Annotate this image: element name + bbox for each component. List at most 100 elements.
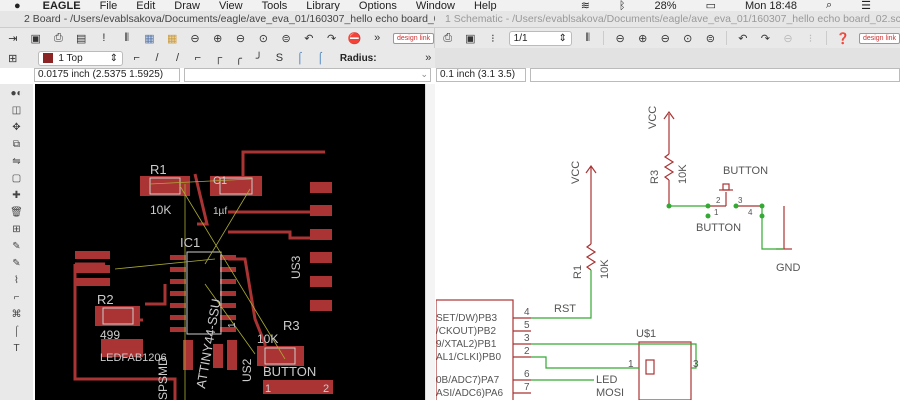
- wire-bend-0-icon[interactable]: ⌐: [133, 52, 140, 64]
- apple-icon[interactable]: ●: [14, 0, 21, 12]
- wire-bend-7-icon[interactable]: S: [275, 52, 284, 64]
- design-link-logo[interactable]: design link: [858, 32, 900, 44]
- ic1-value: ATTINY44-SSU: [193, 298, 224, 390]
- ulp-run-icon[interactable]: ▦: [167, 32, 178, 45]
- zoom-out-icon[interactable]: ⊖: [235, 32, 246, 45]
- split-icon[interactable]: ⌇: [14, 275, 19, 286]
- text-icon[interactable]: T: [13, 343, 20, 354]
- copy-icon[interactable]: ⧉: [12, 139, 21, 150]
- wire-bend-5-icon[interactable]: ╭: [235, 52, 242, 65]
- sheet-select[interactable]: 1/1⇕: [508, 30, 572, 46]
- schematic-canvas[interactable]: VCC R3 10K BUTTON BUTTON 1 2 3 4 GND VCC…: [435, 84, 900, 403]
- grid-menu-icon[interactable]: ⊞: [8, 52, 18, 65]
- go-icon[interactable]: ⁝: [808, 32, 813, 45]
- menu-options[interactable]: Options: [358, 0, 397, 12]
- ulp-icon[interactable]: !: [102, 32, 106, 44]
- wire-bend-2-icon[interactable]: /: [175, 52, 179, 64]
- more-icon[interactable]: »: [425, 52, 432, 64]
- route-icon[interactable]: ⌐: [13, 292, 20, 303]
- add-icon[interactable]: ⊞: [12, 224, 21, 235]
- battery-percent[interactable]: 28%: [654, 0, 677, 12]
- battery-icon: ▭: [705, 0, 716, 12]
- zoom-out-icon[interactable]: ⊖: [660, 32, 670, 45]
- cam-icon[interactable]: ▣: [465, 32, 476, 45]
- redo-icon[interactable]: ↷: [760, 32, 770, 45]
- menu-help[interactable]: Help: [473, 0, 497, 12]
- menu-file[interactable]: File: [99, 0, 118, 12]
- group-icon[interactable]: ▢: [11, 173, 22, 184]
- print-icon[interactable]: ⎙: [54, 31, 63, 44]
- menu-tools[interactable]: Tools: [261, 0, 288, 12]
- menu-view[interactable]: View: [218, 0, 243, 12]
- clock[interactable]: Mon 18:48: [744, 0, 797, 12]
- redraw-icon[interactable]: ⊜: [705, 32, 715, 45]
- undo-icon[interactable]: ↶: [738, 32, 748, 45]
- undo-icon[interactable]: ↶: [304, 32, 314, 45]
- pin-number: 3: [524, 333, 530, 344]
- layer-select[interactable]: 1 Top⇕: [38, 50, 123, 66]
- zoom-select-icon[interactable]: ⊙: [683, 32, 693, 45]
- c1-value: 1µf: [213, 206, 227, 217]
- move-icon[interactable]: ✥: [12, 122, 21, 133]
- zoom-in-icon[interactable]: ⊕: [213, 32, 223, 45]
- list-icon[interactable]: ☰: [861, 0, 871, 12]
- menu-library[interactable]: Library: [306, 0, 340, 12]
- chevron-down-icon[interactable]: ⌄: [420, 69, 428, 79]
- bluetooth-icon[interactable]: ᛒ: [618, 0, 626, 12]
- menu-draw[interactable]: Draw: [174, 0, 200, 12]
- wifi-icon[interactable]: ≋: [580, 0, 590, 12]
- print-icon[interactable]: ⎙: [443, 31, 453, 44]
- info-icon[interactable]: ●◐: [10, 88, 23, 99]
- r1-value: 10K: [150, 203, 171, 217]
- wire-bend-9-icon[interactable]: ⌠: [316, 52, 324, 64]
- ripup-icon[interactable]: ⌘: [11, 309, 22, 320]
- help-icon[interactable]: ❓: [836, 32, 850, 45]
- board-vertical-scrollbar[interactable]: [425, 84, 435, 400]
- wire-icon[interactable]: ⌠: [13, 326, 20, 337]
- sheet-icon[interactable]: ⁝: [491, 32, 495, 45]
- r2-name: R2: [97, 292, 114, 307]
- layers-icon[interactable]: ◫: [11, 105, 22, 116]
- pin1-marker: 1: [227, 322, 238, 328]
- design-link-logo[interactable]: design link: [393, 32, 434, 44]
- mirror-icon[interactable]: ⇋: [12, 156, 21, 167]
- paste-icon[interactable]: ✚: [12, 190, 21, 201]
- wire-bend-1-icon[interactable]: /: [155, 52, 159, 64]
- zoom-fit-icon[interactable]: ⊖: [190, 32, 200, 45]
- pin-label: SET/DW)PB3: [436, 313, 498, 324]
- wire-bend-3-icon[interactable]: ⌐: [194, 52, 202, 64]
- board-title-bar: 2 Board - /Users/evablsakova/Documents/e…: [0, 11, 435, 28]
- more-icon[interactable]: »: [374, 32, 381, 44]
- board-command-input[interactable]: ⌄: [184, 68, 431, 82]
- redraw-icon[interactable]: ⊜: [281, 32, 291, 45]
- search-icon[interactable]: ⌕: [825, 0, 833, 11]
- schematic-toolbar: ⎙ ▣ ⁝ 1/1⇕ ⦀ ⊖ ⊕ ⊖ ⊙ ⊜ ↶ ↷ ⊖ ⁝ ❓ design …: [435, 28, 900, 48]
- menu-edit[interactable]: Edit: [136, 0, 156, 12]
- menu-window[interactable]: Window: [415, 0, 455, 12]
- open-icon[interactable]: ⇥: [8, 32, 18, 45]
- grid-icon[interactable]: ⦀: [585, 31, 591, 44]
- redo-icon[interactable]: ↷: [326, 32, 337, 45]
- button-value: BUTTON: [696, 222, 741, 234]
- wire-bend-8-icon[interactable]: ⌠: [296, 52, 304, 64]
- cam-icon[interactable]: ▤: [75, 32, 87, 45]
- value-icon[interactable]: ✎: [12, 258, 21, 269]
- stop-icon[interactable]: ⛔: [347, 32, 362, 45]
- zoom-fit-icon[interactable]: ⊖: [615, 32, 625, 45]
- wire-bend-6-icon[interactable]: ╯: [255, 52, 263, 65]
- board-title: 2 Board - /Users/evablsakova/Documents/e…: [24, 13, 435, 25]
- board-canvas[interactable]: R1 10K C1 1µf IC1 ATTINY44-SSU R2 499 LE…: [35, 84, 425, 400]
- menu-app[interactable]: EAGLE: [42, 0, 81, 12]
- name-icon[interactable]: ✎: [12, 241, 21, 252]
- schematic-command-input[interactable]: [530, 68, 900, 82]
- stop-icon[interactable]: ⊖: [783, 32, 793, 45]
- pin-label: /CKOUT)PB2: [436, 326, 496, 337]
- script-icon[interactable]: ▦: [144, 32, 155, 45]
- grid-icon[interactable]: ⦀: [124, 31, 130, 44]
- save-icon[interactable]: ▣: [30, 32, 41, 45]
- wire-bend-4-icon[interactable]: ┌: [214, 52, 223, 64]
- delete-icon[interactable]: 🗑: [10, 207, 23, 218]
- zoom-select-icon[interactable]: ⊙: [258, 32, 268, 45]
- zoom-in-icon[interactable]: ⊕: [638, 32, 648, 45]
- r3-value: 10K: [257, 332, 278, 346]
